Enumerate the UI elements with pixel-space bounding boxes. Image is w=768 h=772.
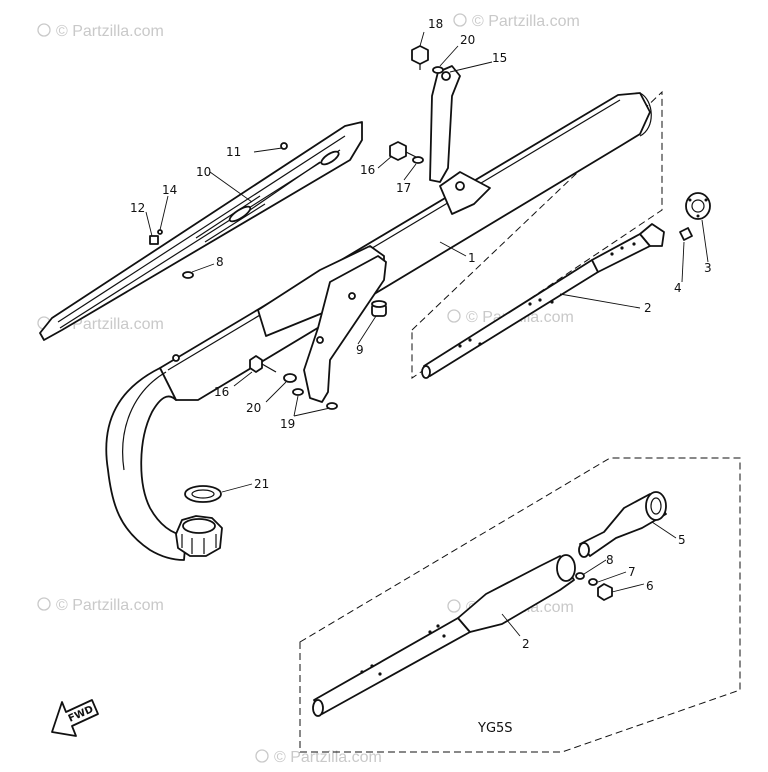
watermark-top-right: © Partzilla.com [453, 13, 580, 30]
callout-labels: 18 20 15 11 10 16 17 14 12 8 1 2 3 4 9 1… [130, 17, 712, 651]
callout-4: 4 [674, 281, 682, 295]
inner-pipe-part-2-upper [421, 223, 665, 379]
callout-20-lower: 20 [246, 401, 261, 415]
watermark-text: © Partzilla.com [56, 23, 164, 40]
gasket-part-21 [184, 485, 222, 503]
callout-12: 12 [130, 201, 145, 215]
leader-lines [145, 31, 709, 637]
callout-7: 7 [628, 565, 636, 579]
washer-part-20-lower [283, 373, 297, 383]
callout-8-lower: 8 [606, 553, 614, 567]
watermark-text: © Partzilla.com [472, 13, 580, 30]
callout-20-upper: 20 [460, 33, 475, 47]
end-cap-part-3 [685, 192, 711, 220]
grommet-part-19-a [292, 388, 304, 396]
callout-21: 21 [254, 477, 269, 491]
bolt-part-18 [411, 45, 429, 70]
callout-3: 3 [704, 261, 712, 275]
callout-2-lower: 2 [522, 637, 530, 651]
callout-15: 15 [492, 51, 507, 65]
heat-shield-part-10 [39, 121, 363, 341]
clip-part-14 [157, 229, 163, 235]
tail-pipe-part-5 [578, 491, 667, 558]
bolt-part-16-lower [249, 355, 277, 373]
callout-5: 5 [678, 533, 686, 547]
washer-part-8-upper [182, 271, 194, 279]
watermark-text: © Partzilla.com [274, 749, 382, 766]
lock-washer-part-7 [588, 578, 598, 586]
watermark-bottom-center: © Partzilla.com [255, 749, 382, 766]
muffler-body-part-1 [105, 92, 652, 561]
inner-pipe-part-2-yg5s [312, 554, 576, 717]
callout-16-lower: 16 [214, 385, 229, 399]
damper-part-9 [371, 300, 387, 317]
callout-1: 1 [468, 251, 476, 265]
washer-part-8-lower [575, 572, 585, 580]
watermark-top-left: © Partzilla.com [37, 23, 164, 40]
callout-18: 18 [428, 17, 443, 31]
lower-bracket [303, 255, 387, 403]
callout-9: 9 [356, 343, 364, 357]
nut-part-4 [679, 227, 693, 241]
variant-caption: YG5S [477, 721, 513, 736]
watermark-text: © Partzilla.com [56, 597, 164, 614]
callout-8-upper: 8 [216, 255, 224, 269]
callout-16-upper: 16 [360, 163, 375, 177]
callout-17: 17 [396, 181, 411, 195]
grommet-part-19-b [326, 402, 338, 410]
washer-part-20-upper [432, 66, 444, 74]
callout-19: 19 [280, 417, 295, 431]
watermark-text: © Partzilla.com [56, 316, 164, 333]
exhaust-ring-nut [175, 515, 223, 557]
screw-part-12 [149, 235, 159, 245]
bolt-part-6 [597, 583, 613, 601]
yg5s-dashed-box [299, 457, 741, 753]
callout-6: 6 [646, 579, 654, 593]
collar-part-17 [412, 156, 424, 164]
callout-10: 10 [196, 165, 211, 179]
callout-2-upper: 2 [644, 301, 652, 315]
upper-stay-part-15 [429, 65, 461, 183]
callout-14: 14 [162, 183, 177, 197]
callout-11: 11 [226, 145, 241, 159]
screw-part-11 [280, 142, 288, 150]
watermark-lower-left: © Partzilla.com [37, 597, 164, 614]
upper-inner-pipe-dashed-box [411, 90, 663, 379]
forward-direction-arrow: FWD [51, 699, 99, 737]
